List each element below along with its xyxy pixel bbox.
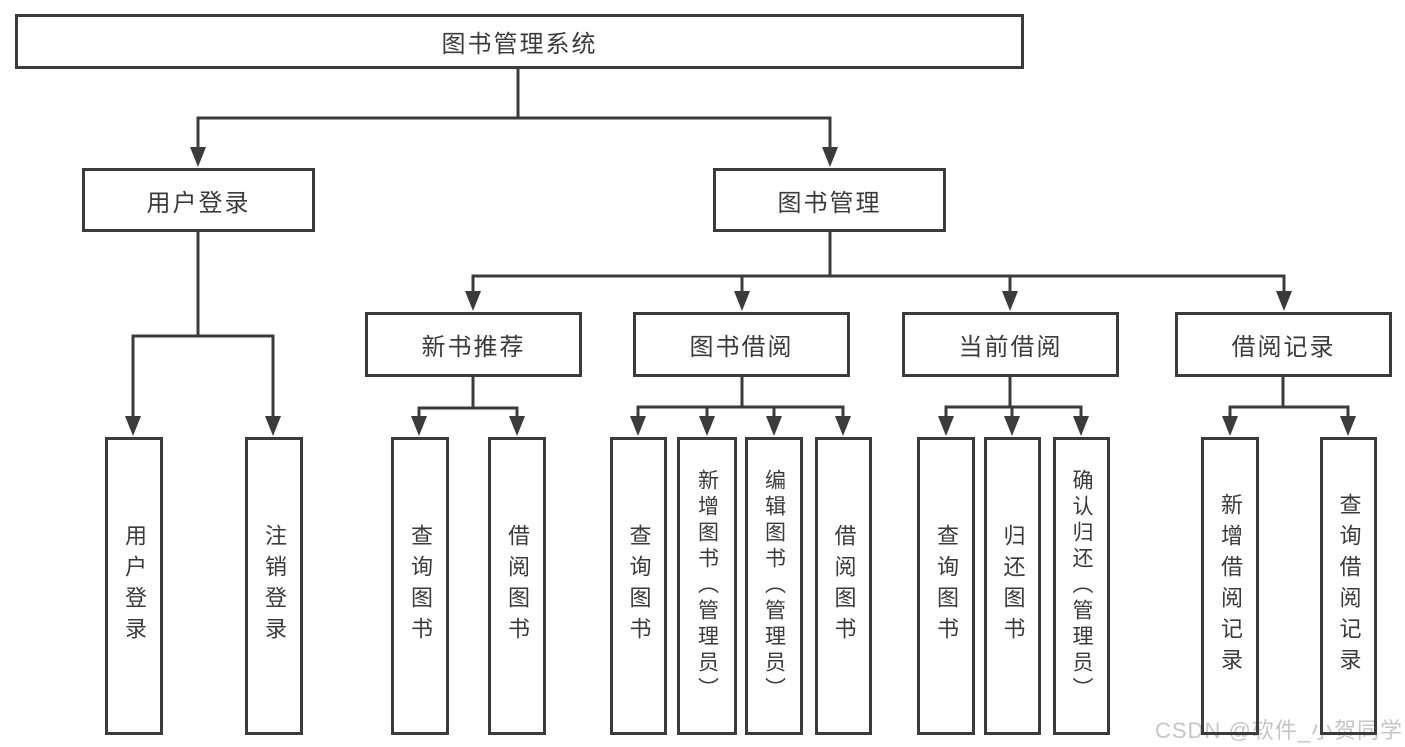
leaf-query-books-borrowing: 查询图书 (610, 437, 667, 735)
leaf-edit-book-admin: 编辑图书（管理员） (745, 437, 803, 735)
csdn-watermark: CSDN @软件_小贺同学 (1155, 718, 1404, 743)
leaf-confirm-return-admin: 确认归还（管理员） (1053, 437, 1110, 735)
leaf-query-borrow-record: 查询借阅记录 (1320, 437, 1377, 735)
leaf-add-book-admin: 新增图书（管理员） (677, 437, 737, 735)
node-book-borrowing: 图书借阅 (633, 312, 850, 377)
leaf-add-borrow-record: 新增借阅记录 (1201, 437, 1259, 735)
leaf-borrow-books-borrowing: 借阅图书 (815, 437, 872, 735)
leaf-query-books-current: 查询图书 (917, 437, 975, 735)
leaf-query-books-recommend: 查询图书 (391, 437, 449, 735)
node-current-borrowing: 当前借阅 (902, 312, 1119, 377)
leaf-logout: 注销登录 (245, 437, 303, 735)
node-user-login: 用户登录 (82, 168, 315, 232)
leaf-user-login: 用户登录 (105, 437, 163, 735)
node-new-book-recommend: 新书推荐 (365, 312, 582, 377)
leaf-return-book: 归还图书 (984, 437, 1041, 735)
node-borrow-records: 借阅记录 (1175, 312, 1392, 377)
node-root-library-system: 图书管理系统 (15, 14, 1024, 69)
leaf-borrow-books-recommend: 借阅图书 (488, 437, 546, 735)
node-book-management: 图书管理 (713, 168, 946, 232)
